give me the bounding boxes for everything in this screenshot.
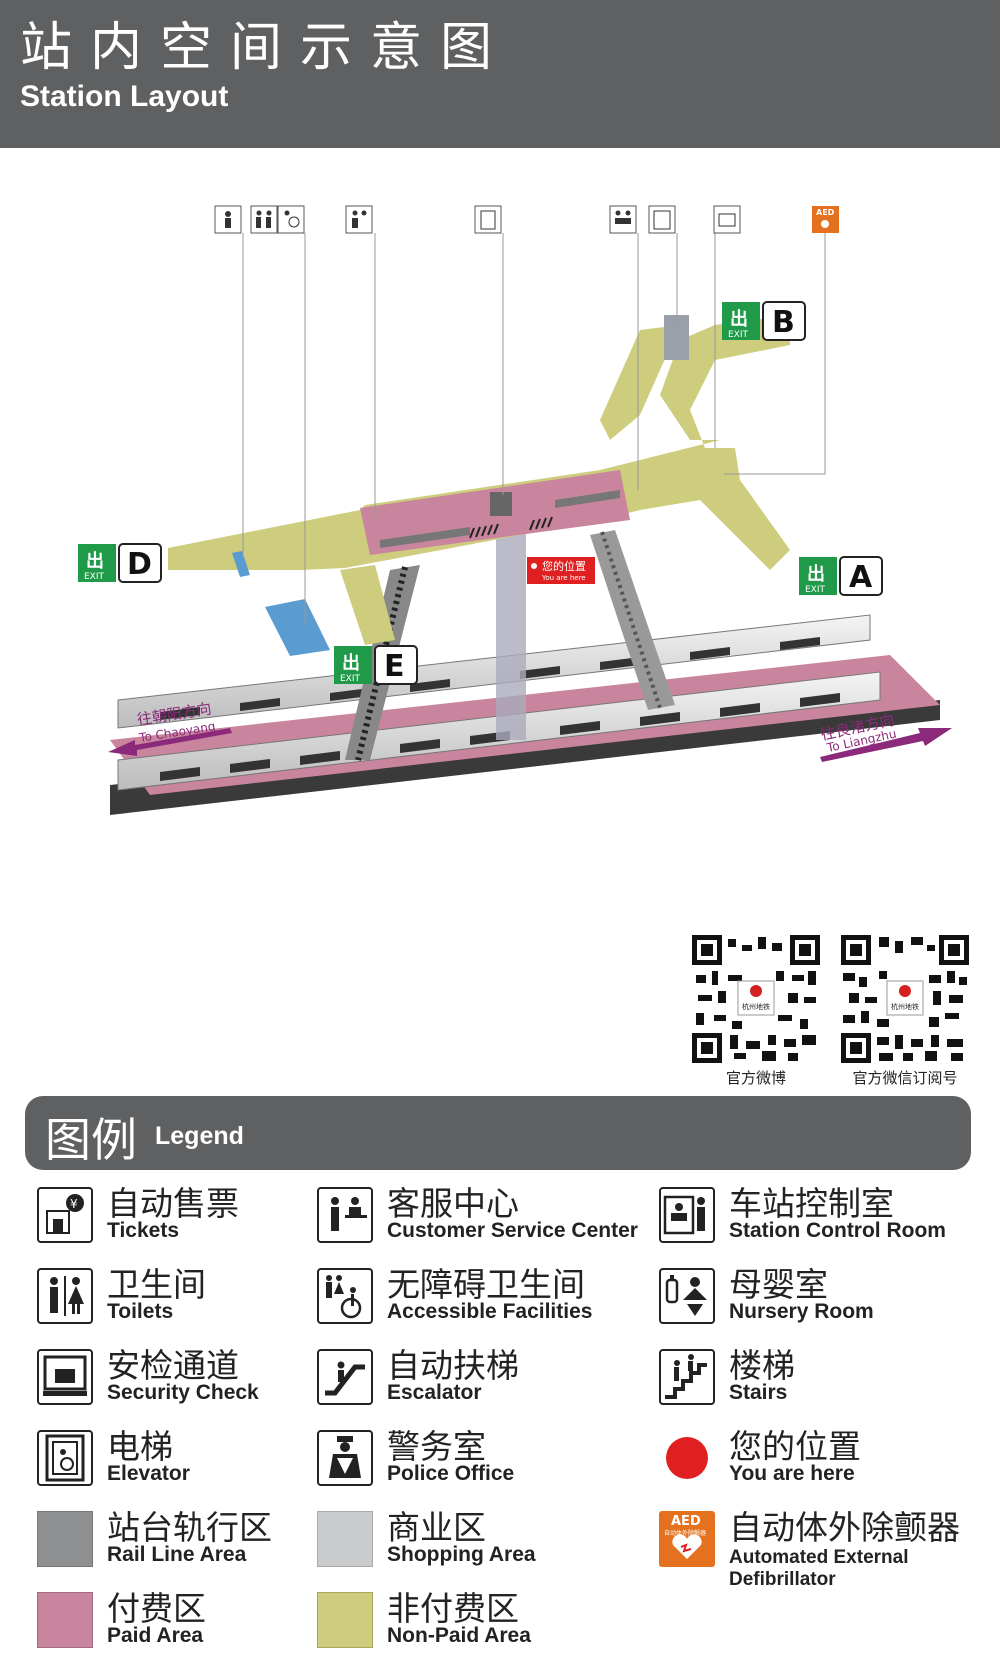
svg-text:EXIT: EXIT — [340, 674, 361, 684]
security-check-icon — [37, 1349, 93, 1405]
qr-caption-weibo: 官方微博 — [725, 1069, 786, 1087]
svg-text:EXIT: EXIT — [728, 330, 749, 340]
page-header: 站内空间示意图 Station Layout — [0, 0, 1000, 148]
svg-text:AED: AED — [816, 208, 835, 217]
svg-text:A: A — [849, 560, 873, 595]
concourse-arm-a — [700, 480, 790, 570]
stairs-icon — [659, 1349, 715, 1405]
legend-title-zh: 图例 — [45, 1113, 137, 1167]
svg-text:¥: ¥ — [70, 1197, 78, 1211]
qr-code-weibo[interactable]: 杭州地铁 — [692, 935, 820, 1063]
elevator-icon — [37, 1430, 93, 1486]
you-are-here-marker: 您的位置 You are here — [527, 557, 595, 584]
svg-text:D: D — [127, 547, 152, 582]
svg-text:自动体外除颤器: 自动体外除颤器 — [664, 1529, 706, 1537]
ticket-icon: ¥ — [37, 1187, 93, 1243]
legend-header: 图例 Legend — [25, 1096, 971, 1170]
svg-text:出: 出 — [807, 563, 825, 585]
platform-slab — [110, 700, 940, 815]
exit-d: 出 EXIT D — [78, 543, 162, 583]
escalator-icon — [317, 1349, 373, 1405]
direction-left-arrow — [108, 728, 232, 756]
rail-swatch — [37, 1511, 93, 1567]
police-icon — [317, 1430, 373, 1486]
svg-text:您的位置: 您的位置 — [542, 559, 586, 573]
concourse-arm-b — [600, 325, 680, 440]
qr-code-wechat[interactable]: 杭州地铁 — [841, 935, 969, 1063]
elevator-shaft — [496, 520, 526, 740]
qr-caption-wechat: 官方微信订阅号 — [852, 1069, 958, 1087]
exit-e: 出 EXIT E — [334, 645, 418, 685]
svg-text:AED: AED — [671, 1514, 701, 1529]
page-title-zh: 站内空间示意图 — [20, 18, 511, 78]
nursery-icon — [659, 1268, 715, 1324]
room-blue-small — [232, 551, 250, 577]
svg-text:EXIT: EXIT — [805, 585, 826, 595]
control-room-icon — [659, 1187, 715, 1243]
svg-text:You are here: You are here — [541, 574, 586, 582]
customer-service-icon — [317, 1187, 373, 1243]
accessible-toilet-icon — [317, 1268, 373, 1324]
concourse-arm-e — [340, 565, 395, 645]
exit-b: 出 EXIT B — [722, 301, 806, 341]
station-map: 往朝阳方向 To Chaoyang 往良渚方向 To Liangzhu 您的位置… — [78, 205, 952, 815]
exit-a: 出 EXIT A — [799, 556, 883, 596]
concourse-nonpaid — [168, 315, 790, 570]
leader-lines — [242, 233, 826, 625]
page-title-en: Station Layout — [20, 80, 229, 113]
svg-text:出: 出 — [86, 550, 104, 572]
svg-text:B: B — [772, 305, 795, 340]
shopping-swatch — [317, 1511, 373, 1567]
svg-text:杭州地铁: 杭州地铁 — [742, 1002, 770, 1011]
facility-tag-glyphs — [225, 210, 736, 230]
you-are-here-icon — [659, 1430, 715, 1486]
aed-tag: AED — [812, 206, 839, 233]
direction-right-arrow — [820, 728, 952, 762]
facility-tags — [214, 205, 741, 234]
svg-text:出: 出 — [730, 308, 748, 330]
nonpaid-swatch — [317, 1592, 373, 1648]
svg-text:EXIT: EXIT — [84, 572, 105, 582]
legend-title-en: Legend — [155, 1122, 244, 1150]
svg-text:出: 出 — [342, 652, 360, 674]
aed-icon: AED 自动体外除颤器 — [659, 1511, 715, 1567]
svg-text:E: E — [384, 649, 405, 684]
toilet-icon — [37, 1268, 93, 1324]
svg-text:杭州地铁: 杭州地铁 — [891, 1002, 919, 1011]
room-blue-large — [265, 599, 330, 656]
paid-swatch — [37, 1592, 93, 1648]
